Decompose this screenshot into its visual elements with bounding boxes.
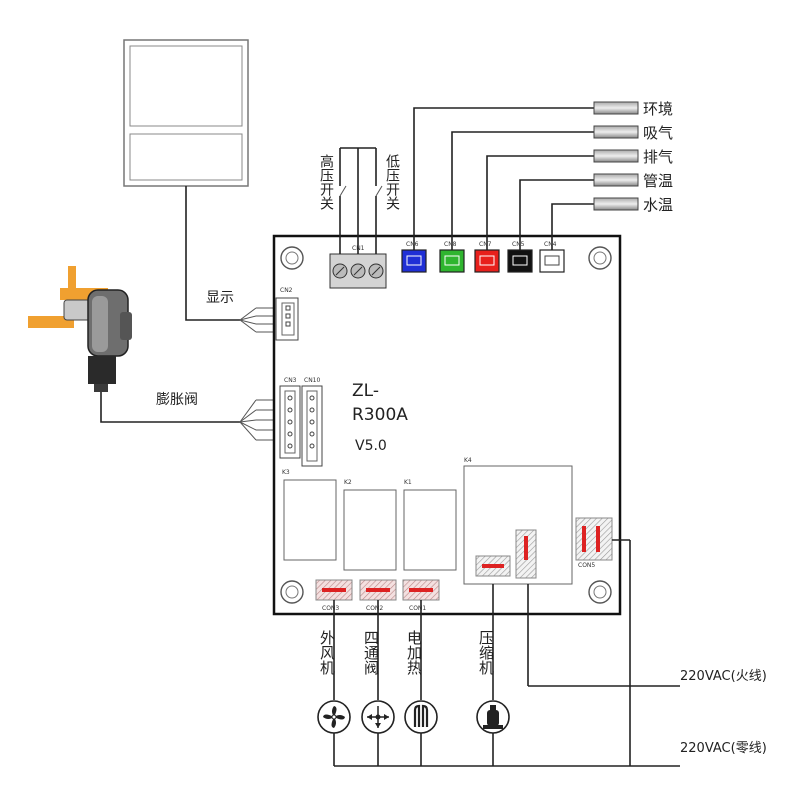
display-wire-fanout <box>239 307 276 333</box>
mounting-holes <box>280 246 612 604</box>
temperature-probe-icon <box>593 149 639 163</box>
output-loads: CON3 外风机 CON2 四通阀 CON1 电加热 压缩机 <box>315 579 510 766</box>
sensor-wire <box>519 179 594 252</box>
power-wiring <box>334 539 680 767</box>
sensor-connector-socket <box>544 255 560 266</box>
sensor-4: CN5 管温 <box>507 172 673 273</box>
display-unit <box>123 39 249 187</box>
output-connector-label: CON3 <box>322 605 339 612</box>
compressor-wiring <box>492 584 680 700</box>
neutral-line-label: 220VAC(零线) <box>680 741 767 756</box>
sensor-wire <box>486 155 594 252</box>
sensor-connector <box>474 249 500 273</box>
sensor-connector-socket <box>444 255 460 266</box>
sensor-5: CN4 水温 <box>539 196 673 273</box>
four-way-valve-icon <box>361 700 395 734</box>
sensor-connector-label: CN7 <box>479 241 492 248</box>
sensor-label: 环境 <box>643 100 673 118</box>
output-connector-pin <box>409 588 433 592</box>
output-connector-label: CON2 <box>366 605 383 612</box>
output-connector-pin <box>366 588 390 592</box>
low-pressure-switch-label: 低压开关 <box>384 154 400 210</box>
sensor-1: CN6 环境 <box>401 100 673 273</box>
compressor-icon <box>476 700 510 734</box>
expansion-valve-label: 膨胀阀 <box>156 391 198 408</box>
display-wire <box>185 186 240 321</box>
cn3-cn10-connectors: CN3 CN10 <box>279 377 323 467</box>
output-label: 外风机 <box>318 630 336 676</box>
sensor-label: 水温 <box>643 196 673 214</box>
relay-k2: K2 <box>343 479 397 571</box>
pressure-switch-wiring <box>339 147 383 254</box>
sensor-connector-label: CN6 <box>406 241 419 248</box>
svg-text:CN10: CN10 <box>304 377 320 384</box>
board-model-line1: ZL- <box>352 381 379 401</box>
sensor-connector <box>439 249 465 273</box>
expansion-valve-wire <box>100 392 240 423</box>
sensor-connector-label: CN4 <box>544 241 557 248</box>
display-label: 显示 <box>206 290 234 306</box>
sensor-connector-socket <box>479 255 495 266</box>
sensor-label: 排气 <box>643 148 673 166</box>
output-heater: CON1 电加热 <box>402 579 440 766</box>
sensor-connector <box>401 249 427 273</box>
temperature-probe-icon <box>593 197 639 211</box>
sensor-label: 管温 <box>643 172 673 190</box>
svg-text:K3: K3 <box>282 469 290 476</box>
expansion-valve-icon <box>28 266 132 392</box>
svg-text:CN3: CN3 <box>284 377 297 384</box>
svg-text:CN2: CN2 <box>280 287 293 294</box>
sensor-wire <box>451 131 594 252</box>
sensor-wire <box>551 203 594 252</box>
temperature-probe-icon <box>593 101 639 115</box>
svg-text:K4: K4 <box>464 457 472 464</box>
sensor-connector-socket <box>512 255 528 266</box>
relay-k1: K1 <box>403 479 457 571</box>
sensor-connector-socket <box>406 255 422 266</box>
output-label: 电加热 <box>405 630 423 675</box>
board-model-line2: R300A <box>352 405 408 425</box>
output-fan: CON3 外风机 <box>315 579 353 766</box>
temperature-probe-icon <box>593 125 639 139</box>
sensor-connector <box>539 249 565 273</box>
output-four-way-valve: CON2 四通阀 <box>359 579 397 766</box>
sensor-connector <box>507 249 533 273</box>
output-label: 四通阀 <box>362 630 380 676</box>
relay-k3: K3 <box>282 469 337 561</box>
svg-text:K2: K2 <box>344 479 352 486</box>
svg-text:CON5: CON5 <box>578 562 595 569</box>
output-label: 压缩机 <box>477 630 495 676</box>
temperature-sensors: CN6 环境 CN8 吸气 CN7 排气 CN5 管温 CN4 水温 <box>401 100 673 273</box>
sensor-connector-label: CN8 <box>444 241 457 248</box>
svg-text:K1: K1 <box>404 479 412 486</box>
heater-icon <box>404 700 438 734</box>
high-pressure-switch-label: 高压开关 <box>318 153 334 210</box>
live-line-label: 220VAC(火线) <box>680 669 767 684</box>
fan-icon <box>317 700 351 734</box>
con5-terminal: CON5 <box>575 517 613 569</box>
board-version: V5.0 <box>355 438 387 454</box>
cn1-terminal: CN1 <box>329 245 387 289</box>
temperature-probe-icon <box>593 173 639 187</box>
cn2-connector: CN2 <box>275 287 299 341</box>
sensor-2: CN8 吸气 <box>439 124 673 273</box>
output-connector-label: CON1 <box>409 605 426 612</box>
expansion-valve-wire-fanout <box>239 399 282 441</box>
sensor-wire <box>413 107 594 252</box>
sensor-connector-label: CN5 <box>512 241 525 248</box>
sensor-label: 吸气 <box>643 124 673 142</box>
sensor-3: CN7 排气 <box>474 148 673 273</box>
relay-k4: K4 <box>463 457 573 585</box>
output-compressor: 压缩机 <box>476 630 510 766</box>
output-connector-pin <box>322 588 346 592</box>
